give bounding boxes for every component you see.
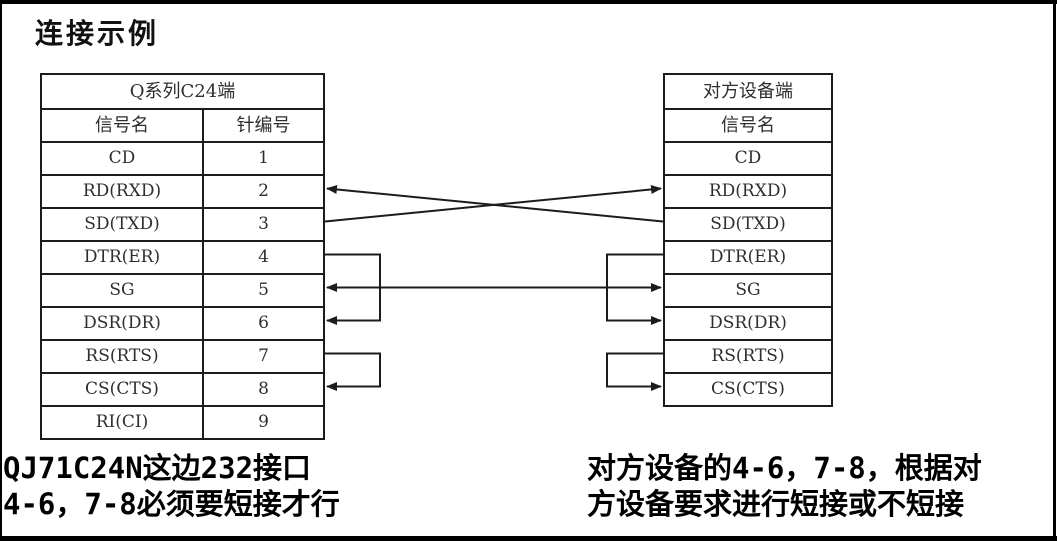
wire-right-txd-to-left-rxd (326, 184, 664, 223)
table-row: RD(RXD) 2 (42, 174, 323, 207)
jumper-left-7-8 (325, 352, 381, 391)
left-table-header-row: 信号名 针编号 (42, 108, 323, 141)
table-row: RS(RTS) 7 (42, 339, 323, 372)
signal-cell: SD(TXD) (710, 214, 786, 234)
table-row: DTR(ER) (665, 240, 831, 273)
signal-cell: CS(CTS) (42, 374, 204, 405)
signal-cell: CS(CTS) (711, 379, 785, 399)
column-header-signal: 信号名 (721, 115, 775, 136)
table-row: DSR(DR) (665, 306, 831, 339)
table-row: SD(TXD) 3 (42, 207, 323, 240)
signal-cell: RD(RXD) (42, 176, 204, 207)
right-pin-table: 对方设备端 信号名 CD RD(RXD) SD(TXD) DTR(ER) SG … (663, 73, 833, 407)
right-table-title: 对方设备端 (703, 81, 793, 102)
pin-cell: 3 (258, 214, 269, 234)
signal-cell: RS(RTS) (711, 346, 785, 366)
jumper-right-7-8 (606, 352, 663, 391)
left-table-title-row: Q系列C24端 (42, 75, 323, 108)
table-row: CD (665, 141, 831, 174)
pin-cell: 9 (258, 412, 269, 432)
frame-border-right (1053, 0, 1056, 541)
signal-cell: DSR(DR) (709, 313, 787, 333)
table-row: CS(CTS) 8 (42, 372, 323, 405)
frame-border-bottom (0, 536, 1057, 541)
signal-cell: DTR(ER) (42, 242, 204, 273)
pin-cell: 1 (258, 148, 269, 168)
pin-cell: 2 (258, 181, 269, 201)
jumper-left-4-6 (325, 253, 381, 325)
column-header-pin: 针编号 (236, 115, 291, 136)
pin-cell: 6 (258, 313, 269, 333)
table-row: SG 5 (42, 273, 323, 306)
table-row: SG (665, 273, 831, 306)
signal-cell: DTR(ER) (709, 247, 787, 267)
signal-cell: CD (734, 148, 762, 168)
signal-cell: RD(RXD) (708, 181, 788, 201)
left-note-line1: QJ71C24N这边232接口 (3, 451, 312, 485)
table-row: RS(RTS) (665, 339, 831, 372)
right-table-header-row: 信号名 (665, 108, 831, 141)
table-row: RD(RXD) (665, 174, 831, 207)
signal-cell: SG (42, 275, 204, 306)
right-note: 对方设备的4-6，7-8，根据对 方设备要求进行短接或不短接 (587, 450, 982, 522)
signal-cell: CD (42, 143, 204, 174)
jumper-right-4-6 (606, 253, 663, 325)
wire-left-txd-to-right-rxd (324, 184, 662, 223)
table-row: CD 1 (42, 141, 323, 174)
pin-cell: 7 (258, 346, 269, 366)
signal-cell: DSR(DR) (42, 308, 204, 339)
frame-border-left (0, 0, 2, 541)
signal-cell: RI(CI) (42, 407, 204, 438)
page-title: 连接示例 (35, 17, 160, 50)
left-table-title: Q系列C24端 (129, 81, 236, 102)
table-row: RI(CI) 9 (42, 405, 323, 438)
right-note-line2: 方设备要求进行短接或不短接 (587, 487, 965, 521)
table-row: DTR(ER) 4 (42, 240, 323, 273)
table-row: DSR(DR) 6 (42, 306, 323, 339)
left-note: QJ71C24N这边232接口 4-6，7-8必须要短接才行 (3, 450, 340, 522)
signal-cell: SG (735, 280, 761, 300)
table-row: SD(TXD) (665, 207, 831, 240)
left-note-line2: 4-6，7-8必须要短接才行 (3, 487, 340, 521)
column-header-signal: 信号名 (42, 110, 204, 141)
pin-cell: 5 (258, 280, 269, 300)
table-row: CS(CTS) (665, 372, 831, 405)
pin-cell: 4 (258, 247, 269, 267)
signal-cell: RS(RTS) (42, 341, 204, 372)
frame-border-top (0, 0, 1057, 4)
signal-cell: SD(TXD) (42, 209, 204, 240)
pin-cell: 8 (258, 379, 269, 399)
right-note-line1: 对方设备的4-6，7-8，根据对 (587, 451, 982, 485)
right-table-title-row: 对方设备端 (665, 75, 831, 108)
left-pin-table: Q系列C24端 信号名 针编号 CD 1 RD(RXD) 2 SD(TXD) 3… (40, 73, 325, 440)
